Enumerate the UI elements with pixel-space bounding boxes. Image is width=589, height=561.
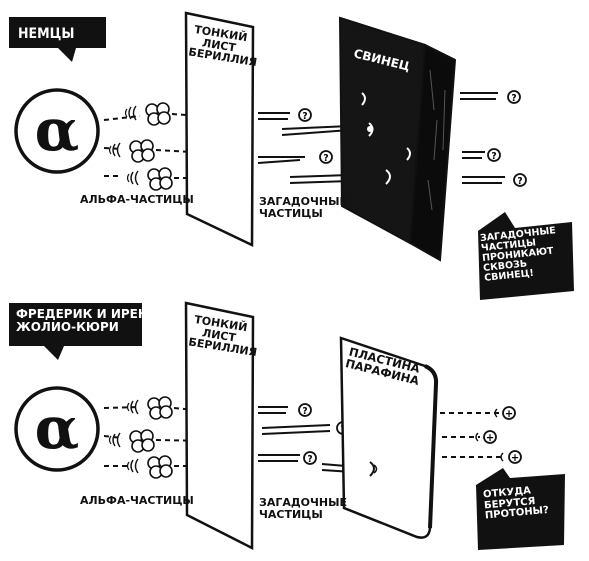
- beryllium-sheet-top: [184, 11, 255, 247]
- svg-text:+: +: [511, 451, 519, 464]
- proton: +: [500, 450, 522, 464]
- label-line: ЗАГАДОЧНЫЕ: [259, 195, 348, 208]
- svg-text:?: ?: [323, 153, 328, 164]
- label-line: ЧАСТИЦЫ: [259, 206, 323, 220]
- svg-text:α: α: [35, 394, 80, 462]
- mystery-particle: ?: [303, 451, 317, 465]
- mystery-label-top: ЗАГАДОЧНЫЕ ЧАСТИЦЫ: [259, 196, 347, 219]
- alpha-particle: [147, 167, 173, 191]
- lead-block: [338, 16, 457, 262]
- mystery-particle: ?: [507, 90, 521, 104]
- alpha-particle: [145, 102, 171, 126]
- svg-text:?: ?: [517, 176, 522, 187]
- tag-line: ЖОЛИО-КЮРИ: [16, 319, 119, 334]
- mystery-particle: ?: [298, 403, 312, 417]
- proton-beams: [440, 412, 505, 458]
- svg-text:?: ?: [491, 151, 496, 162]
- top-tag-text: НЕМЦЫ: [18, 26, 74, 42]
- svg-text:+: +: [486, 431, 494, 444]
- mystery-particle: ?: [319, 150, 333, 164]
- mystery-rays-exit-top: [460, 92, 505, 184]
- svg-text:+: +: [505, 407, 513, 420]
- bottom-callout: [476, 468, 565, 550]
- svg-text:α: α: [35, 96, 80, 164]
- top-panel: НЕМЦЫ α ?: [9, 11, 574, 300]
- top-callout: [478, 212, 574, 300]
- svg-text:?: ?: [302, 406, 307, 417]
- alpha-particle: [147, 455, 173, 479]
- mystery-particle: ?: [513, 173, 527, 187]
- bottom-panel: α ? ? ?: [9, 301, 565, 551]
- mystery-particle: ?: [487, 148, 501, 162]
- label-line: ЗАГАДОЧНЫЕ: [259, 496, 348, 509]
- alpha-particle: [129, 429, 155, 453]
- svg-text:?: ?: [511, 93, 516, 104]
- alpha-source-top: α: [14, 88, 100, 174]
- svg-text:?: ?: [302, 111, 307, 122]
- mystery-label-bottom: ЗАГАДОЧНЫЕ ЧАСТИЦЫ: [259, 497, 347, 520]
- tag-line: ФРЕДЕРИК И ИРЕН: [16, 307, 148, 321]
- bottom-tag-text: ФРЕДЕРИК И ИРЕН ЖОЛИО-КЮРИ: [16, 308, 148, 333]
- alpha-source-bottom: α: [14, 386, 100, 472]
- bottom-tag: [9, 303, 142, 360]
- beryllium-sheet-bottom: [184, 301, 255, 551]
- alpha-label-top: АЛЬФА-ЧАСТИЦЫ: [80, 193, 194, 206]
- paraffin-slab: [339, 336, 439, 539]
- top-callout-text: ЗАГАДОЧНЫЕ ЧАСТИЦЫ ПРОНИКАЮТ СКВОЗЬ СВИН…: [480, 224, 581, 284]
- proton: +: [494, 406, 516, 420]
- alpha-particle: [147, 396, 173, 420]
- svg-text:?: ?: [307, 454, 312, 465]
- label-line: ЧАСТИЦЫ: [259, 507, 323, 521]
- alpha-particle: [129, 139, 155, 163]
- top-tag: НЕМЦЫ: [9, 17, 106, 62]
- mystery-particle: ?: [298, 108, 312, 122]
- proton: +: [475, 430, 497, 444]
- alpha-label-bottom: АЛЬФА-ЧАСТИЦЫ: [80, 494, 194, 507]
